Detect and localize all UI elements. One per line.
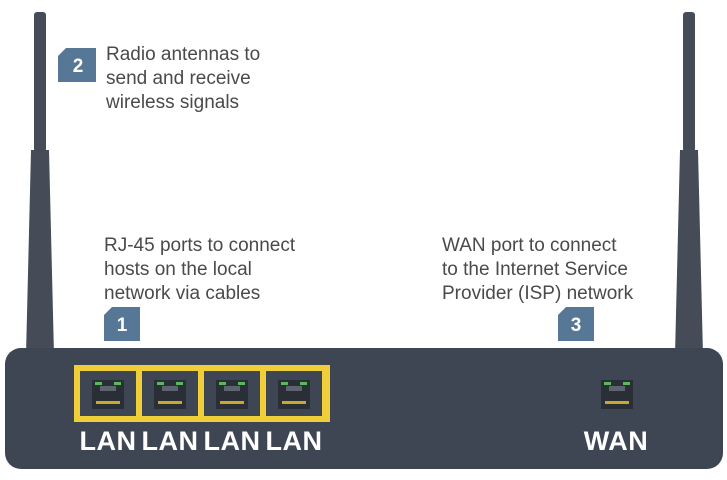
lan-port[interactable] <box>80 371 136 416</box>
lan-port[interactable] <box>142 371 198 416</box>
callout-line: hosts on the local <box>104 259 252 280</box>
ethernet-port-icon <box>92 380 124 409</box>
ethernet-port-icon <box>154 380 186 409</box>
callout-badge <box>104 307 140 341</box>
callout-badge <box>58 48 96 82</box>
callout-line: WAN port to connect <box>442 235 617 256</box>
right-antenna <box>675 12 703 355</box>
right-antenna-rod <box>683 12 695 152</box>
ethernet-port-icon <box>278 380 310 409</box>
callout-badge <box>558 307 594 341</box>
lan-port-label: LAN <box>80 426 137 456</box>
callout-line: to the Internet Service <box>442 259 628 280</box>
ethernet-port-icon <box>601 380 633 409</box>
lan-port[interactable] <box>266 371 322 416</box>
callout-antennas: 2 Radio antennas to send and receive wir… <box>58 44 260 113</box>
callout-line: send and receive <box>106 68 251 89</box>
ethernet-port-icon <box>216 380 248 409</box>
callout-line: network via cables <box>104 283 260 304</box>
left-antenna <box>26 12 54 355</box>
lan-port-label: LAN <box>142 426 199 456</box>
lan-port[interactable] <box>204 371 260 416</box>
callout-wan: WAN port to connect to the Internet Serv… <box>442 235 634 341</box>
callout-number: 2 <box>73 56 84 77</box>
callout-line: wireless signals <box>105 92 239 113</box>
left-antenna-rod <box>34 12 46 152</box>
lan-port-label: LAN <box>266 426 323 456</box>
callout-number: 1 <box>117 315 128 336</box>
callout-line: Radio antennas to <box>106 44 260 65</box>
callout-number: 3 <box>571 315 582 336</box>
lan-port-label: LAN <box>204 426 261 456</box>
wan-port[interactable] <box>589 371 645 416</box>
wan-port-label: WAN <box>584 426 649 456</box>
callout-lan: RJ-45 ports to connect hosts on the loca… <box>104 235 296 341</box>
left-antenna-base <box>26 150 54 355</box>
callout-line: Provider (ISP) network <box>442 283 634 304</box>
callout-line: RJ-45 ports to connect <box>104 235 296 256</box>
lan-port-group <box>74 365 330 422</box>
right-antenna-base <box>675 150 703 355</box>
